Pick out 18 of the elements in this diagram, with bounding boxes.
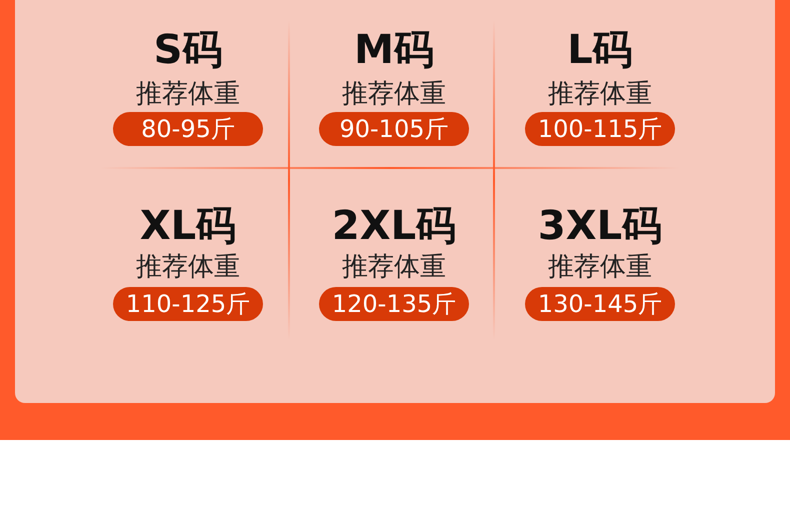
weight-caption: 推荐体重 — [548, 251, 652, 284]
weight-range-pill: 100-115斤 — [525, 112, 675, 146]
weight-range-pill: 90-105斤 — [319, 112, 469, 146]
size-label: 3XL码 — [538, 202, 662, 251]
size-label: S码 — [154, 26, 222, 75]
size-label: 2XL码 — [332, 202, 456, 251]
weight-caption: 推荐体重 — [342, 251, 446, 284]
weight-range-pill: 80-95斤 — [113, 112, 263, 146]
weight-caption: 推荐体重 — [342, 78, 446, 111]
weight-caption: 推荐体重 — [136, 78, 240, 111]
weight-caption: 推荐体重 — [136, 251, 240, 284]
size-label: XL码 — [140, 202, 236, 251]
weight-range-pill: 120-135斤 — [319, 287, 469, 321]
size-label: L码 — [567, 26, 633, 75]
weight-caption: 推荐体重 — [548, 78, 652, 111]
size-label: M码 — [354, 26, 434, 75]
weight-range-pill: 110-125斤 — [113, 287, 263, 321]
weight-range-pill: 130-145斤 — [525, 287, 675, 321]
